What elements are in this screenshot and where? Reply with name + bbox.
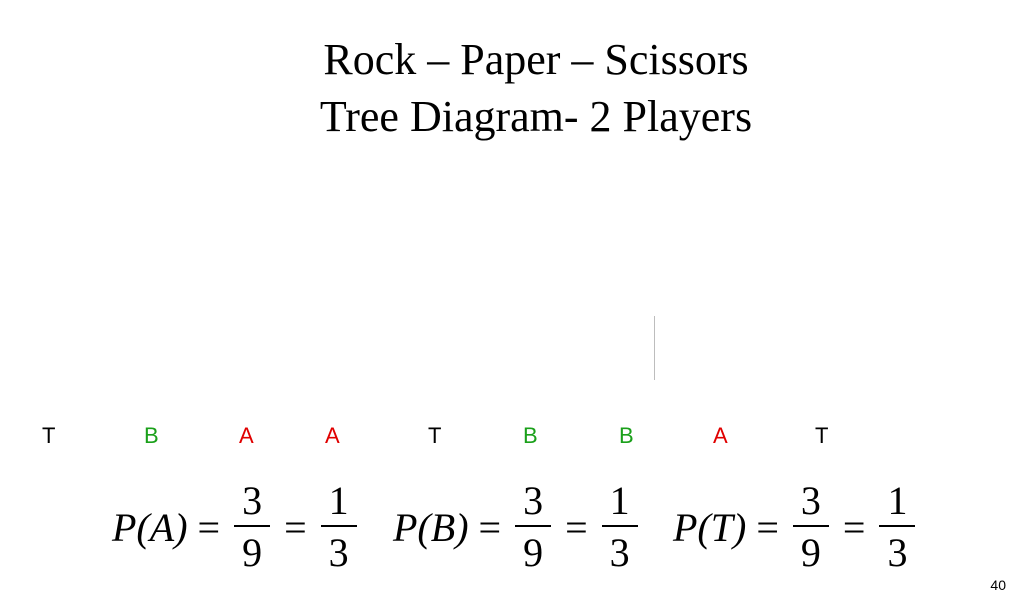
equals-sign: = (565, 504, 588, 550)
fraction-bar (515, 525, 552, 527)
equation-lhs: P(A) (112, 504, 188, 550)
numerator: 1 (887, 478, 908, 523)
probability-equation-a: P(A) = 3 9 = 1 3 (112, 478, 361, 575)
fraction-bar (879, 525, 916, 527)
slide-number: 40 (990, 577, 1006, 593)
numerator: 1 (328, 478, 349, 523)
tree-branch-line (654, 316, 655, 380)
numerator: 3 (523, 478, 544, 523)
numerator: 3 (800, 478, 821, 523)
fraction: 1 3 (601, 478, 638, 575)
fraction-bar (234, 525, 271, 527)
equals-sign: = (842, 504, 866, 550)
fraction: 3 9 (515, 478, 552, 575)
equation-lhs: P(B) (393, 504, 469, 550)
fraction: 3 9 (234, 478, 271, 575)
outcome-label: B (523, 423, 538, 448)
slide-title-line-2: Tree Diagram- 2 Players (319, 92, 753, 141)
outcome-label: A (325, 423, 340, 448)
denominator: 9 (242, 530, 263, 575)
fraction: 3 9 (792, 478, 829, 575)
denominator: 3 (609, 530, 630, 575)
outcome-label: T (815, 423, 829, 448)
slide-title-line-1: Rock – Paper – Scissors (323, 35, 749, 84)
outcome-label: B (144, 423, 159, 448)
equals-sign: = (756, 504, 779, 550)
fraction-bar (601, 525, 638, 527)
fraction-bar (792, 525, 829, 527)
numerator: 3 (242, 478, 263, 523)
equals-sign: = (284, 504, 307, 550)
denominator: 3 (328, 530, 349, 575)
probability-equation-b: P(B) = 3 9 = 1 3 (393, 478, 642, 575)
equals-sign: = (197, 504, 221, 550)
fraction: 1 3 (879, 478, 916, 575)
fraction-bar (320, 525, 357, 527)
outcome-label: B (619, 423, 634, 448)
denominator: 3 (887, 530, 908, 575)
outcome-label: T (42, 423, 56, 448)
fraction: 1 3 (320, 478, 357, 575)
outcome-label: A (713, 423, 728, 448)
outcome-label: A (239, 423, 254, 448)
equals-sign: = (478, 504, 502, 550)
numerator: 1 (609, 478, 630, 523)
denominator: 9 (800, 530, 821, 575)
probability-equation-t: P(T) = 3 9 = 1 3 (673, 478, 919, 575)
equation-lhs: P(T) (673, 504, 747, 550)
outcome-label: T (428, 423, 442, 448)
denominator: 9 (523, 530, 544, 575)
